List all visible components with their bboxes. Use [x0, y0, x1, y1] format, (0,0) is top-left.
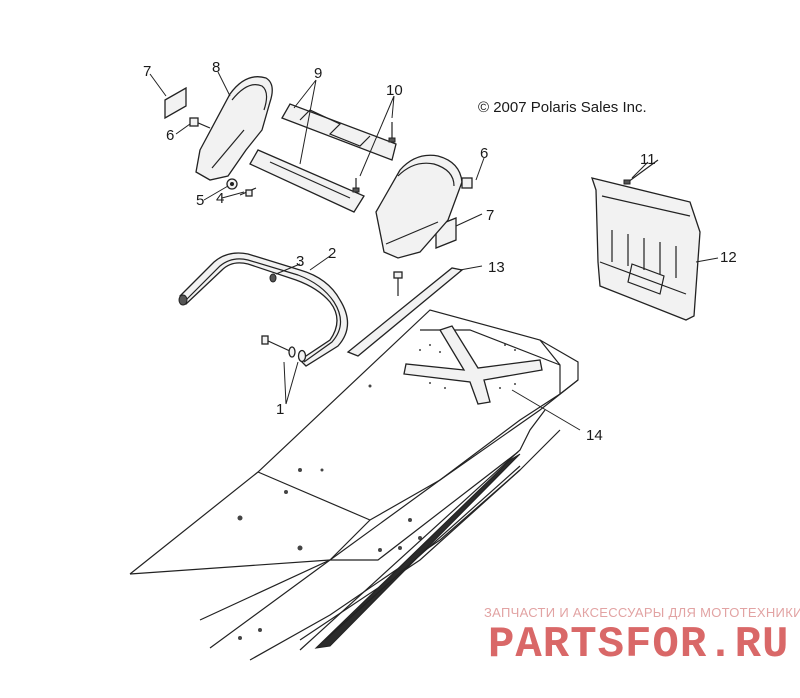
callout-6b: 6 [480, 145, 488, 162]
callout-3: 3 [296, 253, 304, 270]
callout-labels: 7 8 9 10 6 5 4 6 7 11 12 3 2 13 1 14 [143, 59, 737, 444]
callout-12: 12 [720, 249, 737, 266]
callout-11: 11 [640, 151, 656, 168]
callout-9: 9 [314, 65, 322, 82]
callout-2: 2 [328, 245, 336, 262]
leader-lines [149, 71, 719, 431]
callout-10: 10 [386, 82, 403, 99]
snowflap [591, 159, 701, 321]
callout-6a: 6 [166, 127, 174, 144]
callout-13: 13 [488, 259, 505, 276]
callout-7a: 7 [143, 63, 151, 80]
callout-5: 5 [196, 192, 204, 209]
copyright-text: © 2007 Polaris Sales Inc. [478, 99, 647, 116]
watermark-logo: PARTSFOR.RU [488, 620, 789, 670]
callout-4: 4 [216, 190, 224, 207]
callout-1: 1 [276, 401, 284, 418]
bolt-washers [261, 335, 307, 363]
screws-10 [352, 122, 396, 193]
bumper-loop [178, 252, 349, 367]
left-grab-handle [195, 76, 273, 181]
hinge-strip [346, 267, 464, 357]
tunnel-panel [129, 309, 579, 661]
callout-7b: 7 [486, 207, 494, 224]
watermark-tagline: ЗАПЧАСТИ И АКСЕССУАРЫ ДЛЯ МОТОТЕХНИКИ [484, 605, 800, 620]
callout-8: 8 [212, 59, 220, 76]
watermark: ЗАПЧАСТИ И АКСЕССУАРЫ ДЛЯ МОТОТЕХНИКИ PA… [484, 605, 800, 670]
fasteners-left [189, 117, 257, 197]
callout-14: 14 [586, 427, 603, 444]
right-grab-handle [375, 154, 473, 259]
rails [249, 103, 397, 213]
